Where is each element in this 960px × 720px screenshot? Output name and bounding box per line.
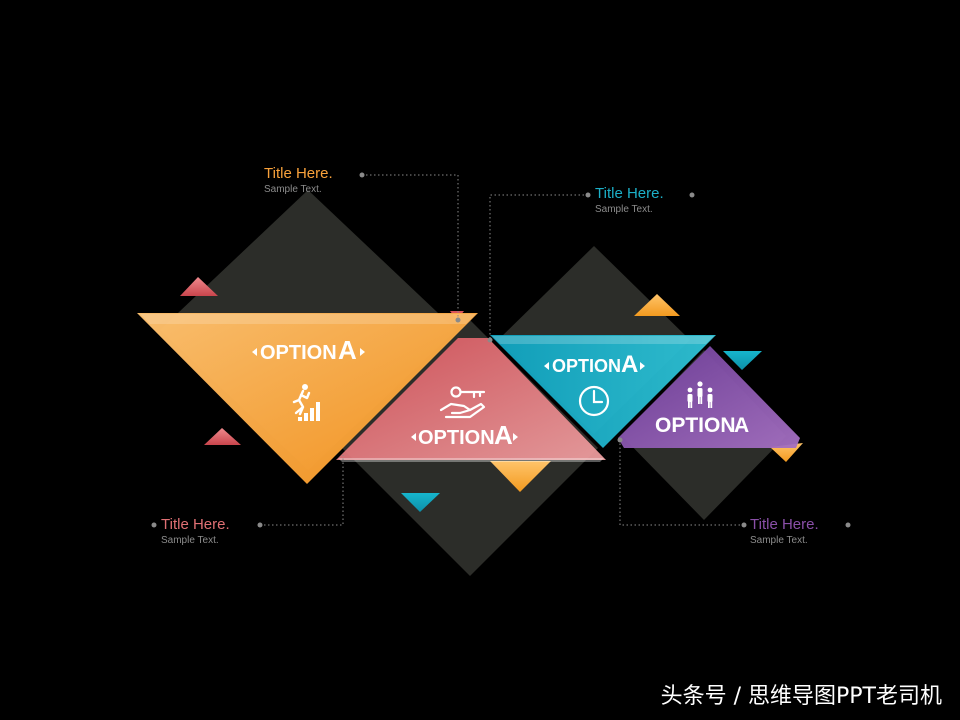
connector-dot	[689, 192, 695, 198]
option-label-letter: A	[734, 414, 749, 437]
callout-text: Sample Text.	[161, 535, 219, 546]
accent-triangle-teal-bottom	[401, 493, 440, 512]
arrow-right-icon	[360, 348, 365, 356]
option-label-text: OPTION	[552, 356, 621, 376]
watermark: 头条号 / 思维导图PPT老司机	[660, 684, 942, 709]
connector-dot	[845, 522, 851, 528]
callout-title: Title Here.	[750, 516, 819, 533]
arrow-right-icon	[640, 362, 645, 370]
glass-highlight-coral	[338, 458, 604, 462]
callout-title: Title Here.	[161, 516, 230, 533]
connector-lines	[260, 174, 744, 526]
arrow-left-icon	[252, 348, 257, 356]
arrow-right-icon	[513, 433, 518, 441]
callout-top-right: Title Here. Sample Text.	[595, 186, 664, 215]
connector-dot	[257, 522, 263, 528]
key-in-hand-icon	[439, 386, 486, 419]
callout-bottom-right: Title Here. Sample Text.	[750, 517, 819, 546]
accent-triangle-coral-top	[180, 277, 218, 296]
option-label-text: OPTION	[260, 342, 337, 364]
option-label-letter: A	[621, 351, 638, 378]
callout-top-left: Title Here. Sample Text.	[264, 166, 333, 195]
callout-text: Sample Text.	[264, 184, 322, 195]
connector-dot	[585, 192, 591, 198]
accent-triangle-teal-right	[723, 351, 762, 370]
callout-bottom-left: Title Here. Sample Text.	[161, 517, 230, 546]
connector-dot	[741, 522, 747, 528]
glass-highlight-orange	[140, 314, 476, 324]
connector-title-1	[362, 174, 459, 320]
connector-dots	[151, 172, 851, 528]
connector-dot	[359, 172, 365, 178]
arrow-left-icon	[411, 433, 416, 441]
option-label-1: OPTION A	[252, 335, 365, 365]
option-label-3: OPTION A	[544, 351, 645, 378]
option-label-letter: A	[338, 335, 357, 365]
arrow-left-icon	[544, 362, 549, 370]
callout-text: Sample Text.	[595, 204, 653, 215]
connector-dot	[151, 522, 157, 528]
connector-dot	[617, 437, 623, 443]
running-stairs-icon	[292, 384, 320, 421]
connector-dot	[487, 337, 493, 343]
option-label-letter: A	[494, 420, 513, 450]
glass-highlight-teal	[492, 336, 714, 344]
callout-title: Title Here.	[264, 165, 333, 182]
accent-triangle-orange-top	[634, 294, 680, 316]
triangle-coral	[336, 338, 606, 460]
accent-triangle-orange-bottom	[490, 461, 551, 492]
connector-title-2	[489, 194, 588, 340]
clock-icon	[578, 385, 610, 417]
people-group-icon	[687, 381, 713, 408]
option-label-4: OPTION A	[655, 414, 749, 437]
option-label-text: OPTION	[655, 414, 736, 437]
callout-text: Sample Text.	[750, 535, 808, 546]
callout-title: Title Here.	[595, 185, 664, 202]
option-label-text: OPTION	[418, 427, 495, 449]
connector-title-4	[619, 440, 744, 526]
option-label-2: OPTION A	[411, 420, 518, 450]
accent-triangle-coral-bottom	[204, 428, 241, 445]
connector-dot	[455, 317, 461, 323]
